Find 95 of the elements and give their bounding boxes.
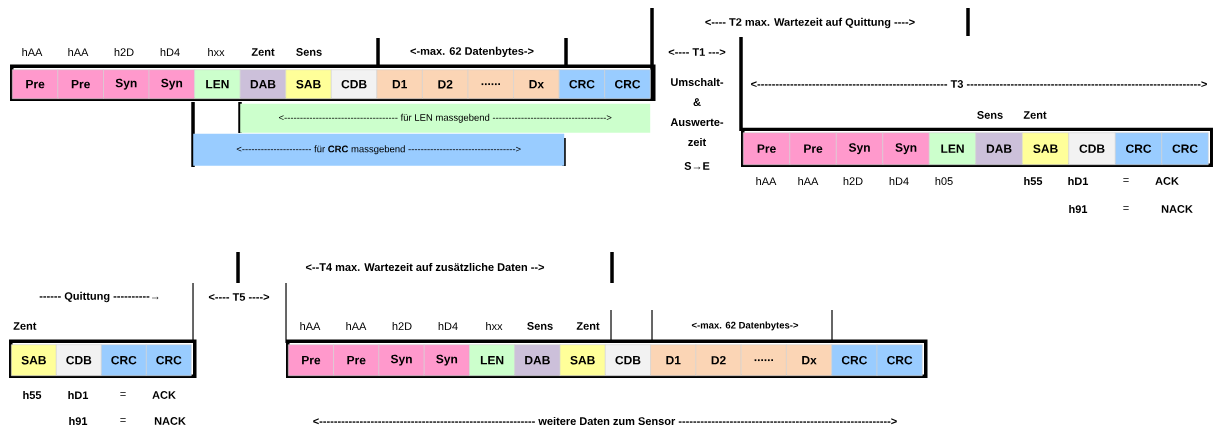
field-cell: DAB — [975, 132, 1023, 165]
role-label: Zent — [13, 322, 37, 330]
field-cell: ...... — [740, 344, 787, 376]
role-label: Zent — [1023, 111, 1047, 119]
hex-value: hxx — [208, 48, 225, 56]
hex-value: hAA — [22, 48, 43, 56]
field-cell: LEN — [194, 69, 241, 99]
field-cell: SAB — [285, 69, 332, 99]
field-cell: CDB — [56, 344, 102, 376]
field-cell: CRC — [876, 344, 923, 376]
timing-label: <---- T5 ----> — [208, 293, 270, 301]
frame-border — [741, 127, 1213, 167]
field-cell: Syn — [103, 69, 150, 99]
hex-value: hD4 — [160, 48, 180, 56]
hex-value: h55 — [23, 390, 42, 400]
role-label: Zent — [576, 322, 600, 330]
role-label: Zent — [251, 48, 275, 56]
field-cell: Dx — [786, 344, 833, 376]
field-cell: D1 — [376, 69, 423, 99]
field-cell: Pre — [288, 344, 334, 376]
switch-time-label: Umschalt- & Auswerte- zeit — [670, 77, 724, 147]
hex-value: h05 — [935, 176, 953, 186]
field-cell: SAB — [11, 344, 57, 376]
field-cell: Syn — [378, 344, 425, 376]
field-cell: DAB — [239, 69, 287, 99]
field-cell: CRC — [1115, 132, 1163, 165]
field-cell: SAB — [559, 344, 606, 376]
hex-value: hAA — [300, 322, 321, 330]
hex-value: hAA — [756, 177, 777, 185]
field-cell: D1 — [650, 344, 697, 376]
field-cell: CRC — [604, 69, 651, 99]
field-cell: CRC — [1161, 132, 1209, 165]
field-cell: CRC — [146, 344, 192, 376]
hex-value: h2D — [392, 322, 412, 330]
role-label: Sens — [977, 111, 1003, 119]
field-cell: CDB — [331, 69, 378, 99]
range-band: <------------------------------------ für LEN massgebend ------------------------------------> — [240, 103, 651, 133]
range-label: <-max. 62 Datenbytes-> — [691, 321, 799, 331]
meaning-label: ACK — [1155, 177, 1179, 185]
hex-value: hD1 — [1068, 177, 1089, 185]
frame-border — [9, 339, 197, 378]
field-cell: CRC — [558, 69, 606, 99]
equals-sign: = — [120, 392, 126, 396]
field-cell: LEN — [469, 344, 516, 376]
field-cell: Syn — [423, 344, 470, 376]
field-cell: D2 — [422, 69, 469, 99]
hex-value: hAA — [798, 177, 819, 185]
meaning-label: NACK — [154, 417, 186, 425]
timing-label: <---- T2 max. Wartezeit auf Quittung ----> — [705, 17, 915, 29]
field-cell: Syn — [882, 132, 930, 165]
timing-label: <---------------------------------------------------- T3 ----------------------------------------------------------------> — [751, 80, 1207, 88]
field-cell: CRC — [831, 344, 878, 376]
field-cell: LEN — [929, 132, 977, 165]
field-cell: CDB — [1068, 132, 1116, 165]
hex-value: h2D — [843, 177, 863, 185]
field-cell: DAB — [514, 344, 561, 376]
hex-value: h55 — [1024, 176, 1043, 186]
field-cell: Pre — [57, 69, 104, 99]
timing-label: ------ Quittung ----------→ — [39, 291, 159, 303]
role-label: Sens — [527, 322, 553, 330]
timing-label: <----------------------------------------------------------- weitere Daten zum Sensor ----------------------------------------------------------> — [313, 416, 897, 426]
meaning-label: NACK — [1161, 205, 1193, 213]
hex-value: hD4 — [889, 177, 909, 185]
direction-label: S→E — [684, 162, 710, 170]
frame-border — [10, 64, 656, 101]
field-cell: Pre — [789, 132, 837, 165]
field-cell: Pre — [333, 344, 380, 376]
hex-value: hD1 — [68, 391, 89, 399]
equals-sign: = — [1123, 206, 1129, 210]
field-cell: D2 — [695, 344, 742, 376]
hex-value: hxx — [486, 322, 503, 330]
field-cell: CRC — [101, 344, 147, 376]
hex-value: h91 — [69, 416, 88, 426]
timing-label: <--T4 max. Wartezeit auf zusätzliche Daten --> — [305, 262, 545, 272]
field-cell: ...... — [467, 69, 514, 99]
field-cell: Pre — [12, 69, 59, 99]
meaning-label: ACK — [152, 391, 176, 399]
timing-label: <---- T1 ---> — [668, 48, 726, 56]
field-cell: SAB — [1022, 132, 1070, 165]
range-band: <---------------------- für CRC massgebend ----------------------------------> — [193, 133, 565, 166]
hex-value: hAA — [68, 48, 89, 56]
role-label: Sens — [296, 48, 322, 56]
field-cell: Dx — [513, 69, 560, 99]
hex-value: h2D — [114, 48, 134, 56]
hex-value: hAA — [346, 322, 367, 330]
field-cell: CDB — [605, 344, 651, 376]
field-cell: Syn — [836, 132, 884, 165]
field-cell: Pre — [743, 132, 791, 165]
equals-sign: = — [120, 418, 126, 422]
range-label: <-max. 62 Datenbytes-> — [410, 46, 534, 58]
hex-value: h91 — [1069, 204, 1088, 214]
equals-sign: = — [1123, 178, 1129, 182]
field-cell: Syn — [148, 69, 195, 99]
hex-value: hD4 — [438, 322, 458, 330]
frame-border — [286, 339, 928, 378]
